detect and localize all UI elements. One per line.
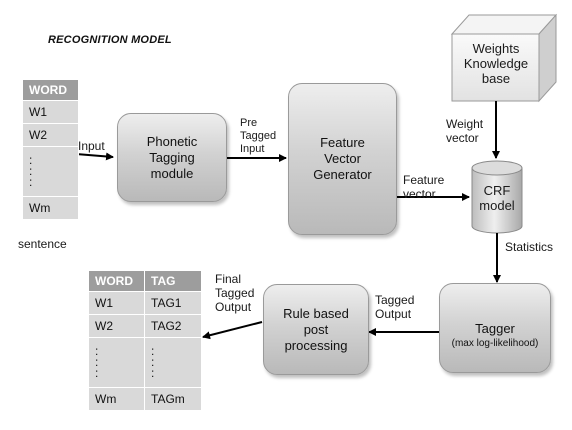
tagger-label: Tagger	[475, 320, 515, 336]
output-table-tag-2: TAG2	[144, 314, 202, 338]
edge-label-statistics: Statistics	[505, 240, 554, 254]
weights-knowledge-base-cube	[450, 13, 558, 103]
output-table-word-2: W2	[88, 314, 145, 338]
crf-model-label: CRF model	[479, 183, 515, 213]
output-table-tag-1: TAG1	[144, 291, 202, 315]
tagger-box: Tagger (max log-likelihood)	[439, 283, 551, 373]
input-table-row-2: W2	[22, 123, 79, 147]
output-table-tag-last: TAGm	[144, 387, 202, 411]
input-table-row-last: Wm	[22, 196, 79, 220]
weights-knowledge-base-label: Weights Knowledge base	[463, 41, 529, 86]
input-table-header: WORD	[22, 79, 79, 101]
edge-label-final-tagged-output: Final Tagged Output	[215, 272, 255, 314]
output-table-tag-ellipsis: : : :	[144, 337, 202, 388]
output-table-header-word: WORD	[88, 270, 145, 292]
edge-label-tagged-output: Tagged Output	[375, 293, 415, 321]
input-table-ellipsis: : : :	[22, 146, 79, 197]
input-table-row-1: W1	[22, 100, 79, 124]
output-table-word-1: W1	[88, 291, 145, 315]
diagram-title: RECOGNITION MODEL	[48, 34, 172, 46]
sentence-caption: sentence	[18, 237, 67, 251]
output-table-word-last: Wm	[88, 387, 145, 411]
edge-label-pre-tagged-input: Pre Tagged Input	[240, 117, 277, 155]
phonetic-tagging-module: Phonetic Tagging module	[117, 113, 227, 202]
arrow-input	[75, 152, 114, 161]
output-tag-table: WORD TAG W1 TAG1 W2 TAG2 : : : : : : Wm …	[88, 270, 202, 411]
rule-based-post-processing: Rule based post processing	[263, 284, 369, 375]
output-table-word-ellipsis: : : :	[88, 337, 145, 388]
edge-label-input: Input	[78, 139, 105, 153]
tagger-sublabel: (max log-likelihood)	[451, 337, 539, 349]
edge-label-feature-vector: Feature vector	[403, 173, 445, 201]
output-table-header-tag: TAG	[144, 270, 202, 292]
arrow-final-output	[202, 321, 263, 340]
crf-model-cylinder	[471, 160, 523, 234]
feature-vector-generator: Feature Vector Generator	[288, 83, 397, 235]
edge-label-weight-vector: Weight vector	[446, 117, 484, 145]
input-word-table: WORD W1 W2 : : : Wm	[22, 79, 79, 220]
